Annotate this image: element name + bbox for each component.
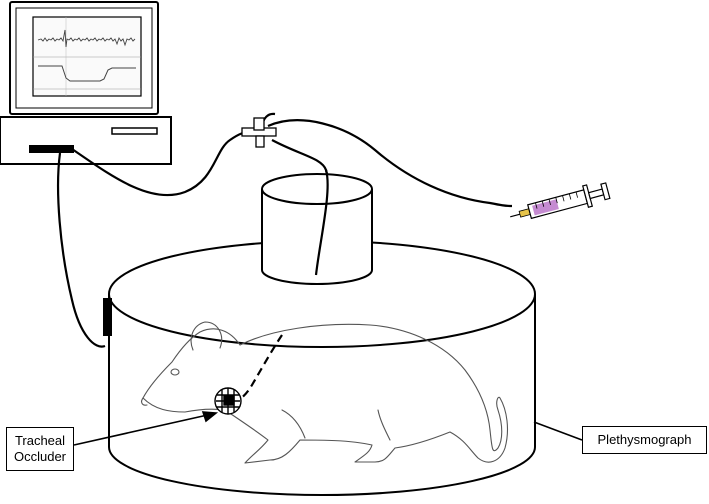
plethysmograph-label: Plethysmograph xyxy=(582,426,707,454)
tracheal-cannula xyxy=(234,334,283,404)
respiratory-trace xyxy=(37,29,136,48)
syringe-icon xyxy=(510,182,611,220)
plethysmograph-label-text: Plethysmograph xyxy=(597,431,692,447)
monitor-screen xyxy=(32,16,142,97)
airway-tube xyxy=(314,169,329,276)
tracheal-occluder-label: Tracheal Occluder xyxy=(6,427,74,471)
t-connector xyxy=(241,117,277,148)
pressure-trace xyxy=(38,65,136,82)
callout-arrows xyxy=(73,411,583,446)
data-port xyxy=(29,145,74,153)
occluder-valve-icon xyxy=(214,387,242,415)
computer-monitor xyxy=(9,1,159,115)
tracheal-label-line1: Tracheal xyxy=(14,432,66,448)
mouse-outline-icon xyxy=(141,321,509,464)
pressure-transducer xyxy=(103,298,112,336)
tracheal-label-line2: Occluder xyxy=(13,449,67,464)
reference-cylinder xyxy=(261,173,373,285)
computer-case xyxy=(0,116,172,165)
disk-drive-slot xyxy=(111,127,158,135)
